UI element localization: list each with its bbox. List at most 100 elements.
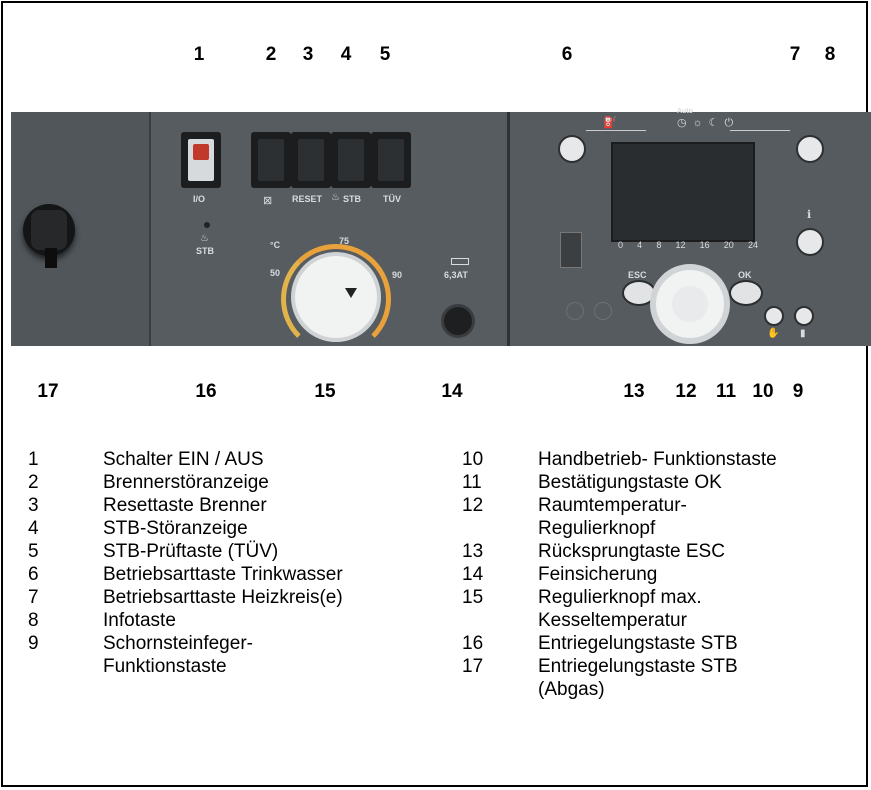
legend-text: Entriegelungstaste STB — [538, 633, 738, 654]
legend-text-cont: (Abgas) — [538, 679, 605, 700]
ok-label: OK — [738, 270, 752, 280]
legend-num: 9 — [28, 633, 39, 654]
legend-text: Entriegelungstaste STB — [538, 656, 738, 677]
reset-label: RESET — [292, 194, 323, 204]
legend-num: 17 — [462, 656, 484, 677]
callout-4: 4 — [340, 44, 352, 65]
power-switch-label: I/O — [193, 194, 206, 204]
time-20: 20 — [723, 240, 734, 250]
panel-left-section — [11, 112, 149, 346]
fuse-holder[interactable] — [441, 304, 475, 338]
time-16: 16 — [699, 240, 710, 250]
callout-11: 11 — [715, 381, 737, 402]
time-24: 24 — [747, 240, 758, 250]
stb-small-icon: ♨ — [200, 233, 209, 244]
legend-text-cont: Funktionstaste — [103, 656, 227, 677]
auto-label: Auto — [677, 108, 693, 115]
callout-1: 1 — [193, 44, 205, 65]
legend-num: 1 — [28, 449, 39, 470]
legend-num: 16 — [462, 633, 484, 654]
fuse-icon — [451, 258, 469, 265]
time-0: 0 — [618, 240, 624, 250]
panel-middle-section: I/O ⊠ RESET STB ♨ TÜV ♨ STB °C 50 75 90 … — [149, 112, 509, 354]
callout-12: 12 — [675, 381, 697, 402]
legend-num: 13 — [462, 541, 484, 562]
legend-text: Rücksprungtaste ESC — [538, 541, 725, 562]
legend-num: 3 — [28, 495, 39, 516]
legend-num: 2 — [28, 472, 39, 493]
room-temperature-knob[interactable] — [650, 264, 730, 344]
hand-icon: ✋ — [767, 328, 780, 339]
legend-num: 15 — [462, 587, 484, 608]
panel-hole-1 — [566, 302, 584, 320]
legend-num: 12 — [462, 495, 484, 516]
ok-button[interactable] — [729, 280, 763, 306]
tuv-label: TÜV — [383, 194, 401, 204]
legend-text: Betriebsarttaste Trinkwasser — [103, 564, 343, 585]
legend-text: Schalter EIN / AUS — [103, 449, 264, 470]
time-scale: 0 4 8 12 16 20 24 — [618, 240, 758, 250]
stb-fault-indicator — [331, 132, 371, 188]
legend-num: 8 — [28, 610, 39, 631]
knob-pointer-icon — [345, 288, 357, 298]
time-12: 12 — [675, 240, 686, 250]
legend-num: 14 — [462, 564, 484, 585]
callout-10: 10 — [752, 381, 774, 402]
panel-hole-2 — [594, 302, 612, 320]
tap-icon: ⛽ — [603, 117, 617, 129]
callout-16: 16 — [195, 381, 217, 402]
time-4: 4 — [637, 240, 643, 250]
chimney-sweep-button[interactable] — [794, 306, 814, 326]
legend-num: 4 — [28, 518, 39, 539]
callout-3: 3 — [302, 44, 314, 65]
panel-right-section: ⛽ Auto ◷☼☾⏻ 0 4 8 12 16 20 24 ℹ ESC OK — [507, 108, 871, 346]
callout-5: 5 — [379, 44, 391, 65]
burner-fault-indicator — [251, 132, 291, 188]
scale-50: 50 — [270, 268, 281, 278]
info-icon: ℹ — [807, 209, 812, 221]
callout-13: 13 — [623, 381, 645, 402]
legend-num: 10 — [462, 449, 484, 470]
callout-9: 9 — [792, 381, 804, 402]
callout-7: 7 — [789, 44, 801, 65]
stb-test-button[interactable] — [371, 132, 411, 188]
time-8: 8 — [656, 240, 662, 250]
callout-6: 6 — [561, 44, 573, 65]
fuse-label: 6,3AT — [444, 270, 468, 280]
dhw-mode-button[interactable] — [558, 135, 586, 163]
legend-text: Feinsicherung — [538, 564, 658, 585]
esc-label: ESC — [628, 270, 647, 280]
lcd-display — [611, 142, 755, 242]
stb-label: STB — [343, 194, 361, 204]
callout-8: 8 — [824, 44, 836, 65]
dial-arc — [281, 244, 391, 354]
stb-exhaust-reset-knob[interactable] — [23, 204, 75, 268]
celsius-label: °C — [270, 240, 281, 250]
scale-90: 90 — [392, 270, 403, 280]
info-button[interactable] — [796, 228, 824, 256]
power-switch[interactable] — [181, 132, 221, 188]
manual-mode-button[interactable] — [764, 306, 784, 326]
heating-mode-button[interactable] — [796, 135, 824, 163]
stb-small-label: STB — [196, 246, 214, 256]
stb-reset-hole[interactable] — [204, 222, 210, 228]
legend-text: Bestätigungstaste OK — [538, 472, 722, 493]
boiler-temperature-knob[interactable] — [291, 252, 381, 342]
legend-text: STB-Störanzeige — [103, 518, 248, 539]
callout-17: 17 — [37, 381, 59, 402]
legend-text: Brennerstöranzeige — [103, 472, 269, 493]
legend-num: 5 — [28, 541, 39, 562]
legend-text-cont: Kesseltemperatur — [538, 610, 687, 631]
burner-reset-button[interactable] — [291, 132, 331, 188]
legend-text: Raumtemperatur- — [538, 495, 687, 516]
legend-num: 6 — [28, 564, 39, 585]
legend-text-cont: Regulierknopf — [538, 518, 656, 539]
callout-15: 15 — [314, 381, 336, 402]
legend-text: Infotaste — [103, 610, 176, 631]
callout-2: 2 — [265, 44, 277, 65]
legend-text: STB-Prüftaste (TÜV) — [103, 541, 279, 562]
stb-symbol-icon: ♨ — [331, 192, 340, 203]
control-panel: I/O ⊠ RESET STB ♨ TÜV ♨ STB °C 50 75 90 … — [11, 108, 871, 354]
legend-text: Handbetrieb- Funktionstaste — [538, 449, 777, 470]
legend-text: Resettaste Brenner — [103, 495, 267, 516]
